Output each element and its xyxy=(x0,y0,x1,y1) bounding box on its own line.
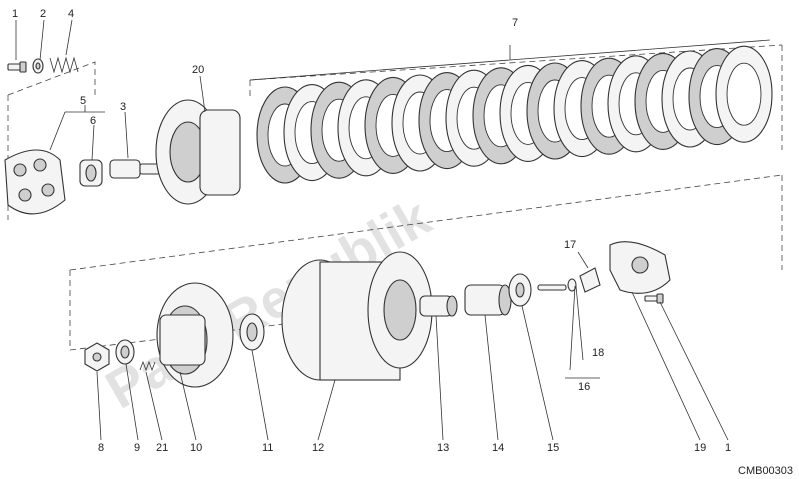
upper-assembly-frame xyxy=(7,44,783,220)
callout-16: 16 xyxy=(578,381,590,393)
clutch-plates-stack xyxy=(256,45,773,184)
pushrod-pin-part xyxy=(537,278,577,292)
spring-holder-part xyxy=(4,149,66,215)
washer-part xyxy=(32,58,44,74)
drawing-code: CMB00303 xyxy=(738,465,793,477)
callout-20: 20 xyxy=(192,64,204,76)
lock-washer-part xyxy=(115,339,135,365)
bolt-part xyxy=(7,61,27,73)
slave-cylinder-part xyxy=(609,241,671,294)
callout-8: 8 xyxy=(98,442,104,454)
sleeve-part xyxy=(464,284,512,316)
callout-18: 18 xyxy=(592,347,604,359)
clutch-basket-part xyxy=(281,251,433,381)
callout-6: 6 xyxy=(90,115,96,127)
callout-15: 15 xyxy=(547,442,559,454)
callout-4: 4 xyxy=(68,8,74,20)
callout-9: 9 xyxy=(134,442,140,454)
spring-part xyxy=(49,56,79,74)
callout-5: 5 xyxy=(80,95,86,107)
bearing-insert-part xyxy=(579,267,601,293)
plates-bracket xyxy=(249,39,771,81)
callout-11: 11 xyxy=(262,442,273,454)
bearing-part xyxy=(79,159,103,187)
callout-17: 17 xyxy=(564,239,576,251)
cylinder-bolt-part xyxy=(644,293,664,304)
thrust-washer-part xyxy=(239,313,265,351)
hub-spring-part xyxy=(139,360,156,372)
callout-7: 7 xyxy=(512,17,518,29)
callout-12: 12 xyxy=(312,442,324,454)
nut-part xyxy=(84,342,110,372)
leader-lines xyxy=(15,19,729,441)
clutch-hub-part xyxy=(156,282,234,388)
callout-14: 14 xyxy=(492,442,504,454)
callout-19: 19 xyxy=(694,442,706,454)
callout-2: 2 xyxy=(40,8,46,20)
spacer-part xyxy=(419,295,458,317)
callout-1-top: 1 xyxy=(12,8,18,20)
callout-13: 13 xyxy=(437,442,449,454)
callout-1-bottom: 1 xyxy=(725,442,731,454)
pressure-plate-part xyxy=(155,99,241,205)
pushrod-part xyxy=(109,159,161,179)
callout-10: 10 xyxy=(190,442,202,454)
callout-3: 3 xyxy=(120,101,126,113)
clutch-plate-bore xyxy=(726,62,762,126)
callout-21: 21 xyxy=(156,442,168,454)
flat-washer-part xyxy=(508,273,532,307)
